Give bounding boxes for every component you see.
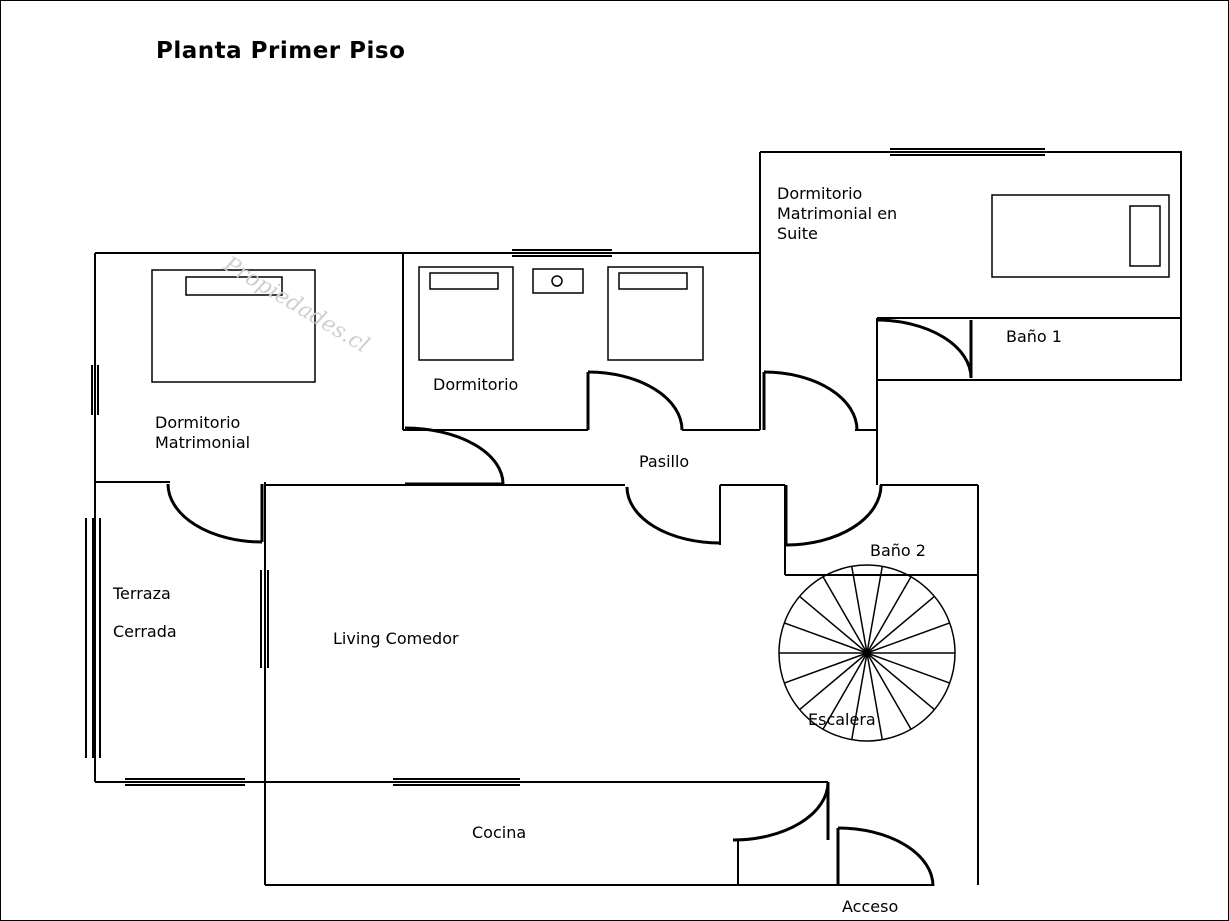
label-terraza: Terraza Cerrada — [113, 575, 177, 651]
single-bed-right-pillow — [618, 272, 688, 290]
single-bed-right — [607, 266, 704, 361]
walls — [94, 151, 1182, 886]
label-suite-line1: Dormitorio — [777, 184, 863, 203]
stair-tread — [866, 622, 950, 654]
stair-tread — [850, 566, 868, 654]
label-suite: Dormitorio Matrimonial en Suite — [777, 184, 897, 244]
stair-tread — [866, 652, 884, 740]
stair-tread — [866, 595, 935, 654]
stair-tread — [784, 652, 868, 684]
label-matrimonial: Dormitorio Matrimonial — [155, 413, 250, 453]
furniture — [151, 194, 1170, 383]
label-matrimonial-line1: Dormitorio — [155, 413, 241, 432]
nightstand-lamp — [551, 275, 563, 287]
label-suite-line2: Matrimonial en — [777, 204, 898, 223]
nightstand — [532, 268, 584, 294]
stair-tread — [822, 576, 868, 654]
label-cocina: Cocina — [472, 823, 527, 842]
label-pasillo: Pasillo — [639, 452, 690, 471]
stair-tread — [866, 652, 935, 711]
label-bano1: Baño 1 — [1006, 327, 1062, 346]
stair-tread — [799, 652, 868, 711]
doors — [166, 318, 973, 887]
suite-pillow — [1129, 205, 1161, 267]
stair-tread — [866, 652, 912, 730]
stair-tread — [850, 652, 868, 740]
suite-bed — [991, 194, 1170, 278]
label-escalera: Escalera — [808, 710, 876, 729]
stair-tread — [866, 566, 884, 654]
label-terraza-line1: Terraza — [113, 584, 171, 603]
master-pillow — [185, 276, 283, 296]
label-matrimonial-line2: Matrimonial — [155, 433, 251, 452]
label-dormitorio: Dormitorio — [433, 375, 519, 394]
stair-tread — [799, 595, 868, 654]
plan-title: Planta Primer Piso — [156, 38, 406, 64]
spiral-staircase — [778, 564, 956, 742]
windows — [85, 148, 1045, 786]
label-bano2: Baño 2 — [870, 541, 926, 560]
label-terraza-line2: Cerrada — [113, 622, 177, 641]
stair-tread — [866, 576, 912, 654]
stair-tread — [866, 652, 950, 684]
label-acceso: Acceso — [842, 897, 899, 916]
stair-tread — [822, 652, 868, 730]
stair-tread — [784, 622, 868, 654]
label-suite-line3: Suite — [777, 224, 818, 243]
single-bed-left — [418, 266, 514, 361]
single-bed-left-pillow — [429, 272, 499, 290]
master-bed — [151, 269, 316, 383]
label-living: Living Comedor — [333, 629, 459, 648]
